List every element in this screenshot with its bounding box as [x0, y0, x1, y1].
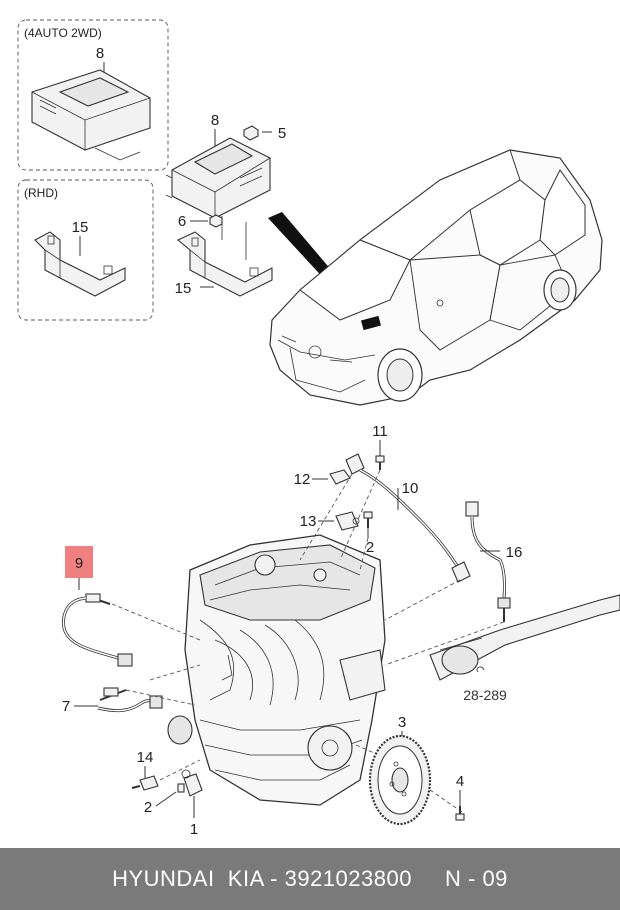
ecu-label-8-inset: 8 — [96, 45, 104, 62]
sensor-1: 1 — [181, 769, 203, 838]
bolt-2-bottom: 2 — [144, 783, 185, 816]
vehicle-illustration — [269, 149, 603, 406]
bracket-inset — [34, 231, 126, 297]
flywheel-3: 3 — [368, 714, 432, 826]
ecu-unit-main: 8 — [165, 112, 271, 219]
sensor-16: 16 — [465, 501, 523, 622]
rhd-inset: (RHD) 15 — [17, 179, 154, 321]
bolt-label-11: 11 — [372, 423, 388, 440]
sensor-7: 7 — [62, 687, 163, 715]
bolt-2-top: 2 — [363, 511, 374, 556]
parts-diagram: (4AUTO 2WD) 8 (RHD) 15 8 — [17, 19, 620, 838]
auto-2wd-inset: (4AUTO 2WD) 8 — [17, 19, 169, 171]
leader-lines — [111, 469, 505, 813]
bracket-main: 15 — [175, 216, 273, 297]
connector-label-12: 12 — [294, 471, 311, 488]
auto-2wd-title: (4AUTO 2WD) — [24, 26, 102, 40]
bolt-label-2-top: 2 — [366, 539, 374, 556]
bracket-label-15-inset: 15 — [72, 219, 89, 236]
sensor-9-highlight — [65, 546, 93, 578]
sensor-label-16: 16 — [506, 544, 523, 561]
sensor-label-7: 7 — [62, 698, 70, 715]
sensor-label-10: 10 — [402, 480, 419, 497]
sensor-label-13: 13 — [300, 513, 317, 530]
nut-label-6: 6 — [178, 213, 186, 230]
footer-part-number: HYUNDAI KIA - 3921023800 N - 09 — [112, 866, 508, 891]
bolt-11: 11 — [372, 423, 388, 470]
sensor-9: 9 — [62, 546, 133, 667]
bracket-label-15-main: 15 — [175, 280, 192, 297]
nut-6: 6 — [178, 213, 223, 230]
engine-assembly — [167, 534, 386, 806]
bolt-label-2-bottom: 2 — [144, 799, 152, 816]
sensor-label-1: 1 — [190, 821, 198, 838]
sensor-10: 10 — [345, 453, 471, 583]
flywheel-label-3: 3 — [398, 714, 406, 731]
sensor-label-14: 14 — [137, 749, 154, 766]
nut-label-5: 5 — [278, 125, 286, 142]
footer-bar: HYUNDAI KIA - 3921023800 N - 09 — [0, 848, 620, 910]
connector-12: 12 — [294, 469, 351, 488]
ecu-label-8-main: 8 — [211, 112, 219, 129]
rhd-title: (RHD) — [24, 186, 58, 200]
ecu-unit-inset — [31, 69, 151, 161]
bolt-4: 4 — [455, 773, 465, 821]
sensor-14: 14 — [131, 749, 159, 791]
exhaust-pipe: 28-289 — [429, 594, 620, 703]
sensor-label-9: 9 — [75, 555, 83, 572]
sensor-13: 13 — [300, 511, 360, 531]
nut-5: 5 — [243, 125, 286, 142]
reference-code: 28-289 — [463, 687, 507, 703]
bolt-label-4: 4 — [456, 773, 464, 790]
